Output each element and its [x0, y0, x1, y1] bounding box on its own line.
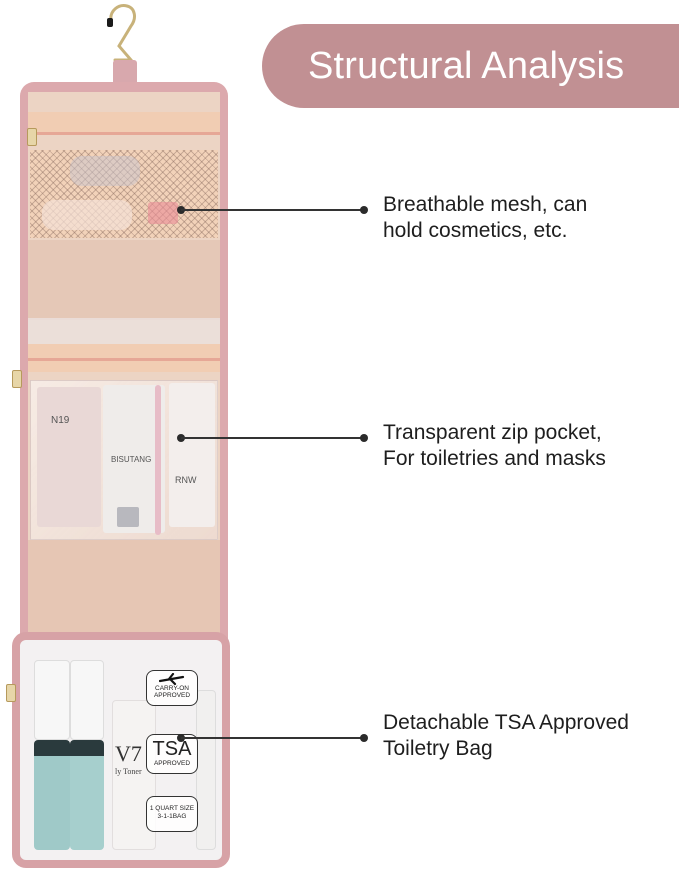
callout-line — [181, 209, 363, 211]
tube-item: BISUTANG — [103, 385, 165, 533]
hanger-hook-icon — [107, 4, 136, 62]
callout-line — [181, 437, 363, 439]
bottle — [34, 660, 70, 740]
clear-zip-pocket: N19 BISUTANG RNW — [30, 380, 218, 540]
strap — [155, 385, 161, 535]
mesh-zipper — [28, 132, 220, 135]
pocket-zipper — [28, 358, 220, 361]
middle-flap — [28, 240, 220, 320]
quart-size-badge: 1 QUART SIZE 3-1-1BAG — [146, 796, 198, 832]
tube-item: N19 — [37, 387, 101, 527]
callout-dot — [360, 206, 368, 214]
bottle — [34, 740, 70, 850]
callout-mesh: Breathable mesh, can hold cosmetics, etc… — [0, 182, 679, 242]
mesh-item — [42, 200, 132, 230]
tsa-approved-badge: TSA APPROVED — [146, 734, 198, 774]
callout-dot — [360, 434, 368, 442]
tube-item: RNW — [169, 383, 215, 527]
zipper-pull[interactable] — [27, 128, 37, 146]
zipper-pull[interactable] — [6, 684, 16, 702]
bottle — [70, 660, 104, 740]
callout-text: Breathable mesh, can hold cosmetics, etc… — [383, 193, 588, 242]
product-image: N19 BISUTANG RNW V7 ly Toner CARRY-ON — [0, 0, 240, 874]
title-banner: Structural Analysis — [262, 24, 679, 108]
mesh-zipper-band — [28, 112, 220, 134]
carry-on-badge: CARRY-ON APPROVED — [146, 670, 198, 706]
tube-cap — [117, 507, 139, 527]
bottle — [70, 740, 104, 850]
mesh-pocket — [30, 150, 218, 238]
detachable-tsa-bag: V7 ly Toner CARRY-ON APPROVED TSA APPROV… — [6, 632, 230, 868]
zipper-pull[interactable] — [12, 370, 22, 388]
callout-dot — [360, 734, 368, 742]
page-title: Structural Analysis — [308, 44, 625, 87]
callout-tsa-bag: Detachable TSA Approved Toiletry Bag — [0, 710, 679, 770]
callout-text: Transparent zip pocket, For toiletries a… — [383, 421, 606, 470]
lower-flap — [28, 540, 220, 634]
callout-line — [181, 737, 363, 739]
callout-text: Detachable TSA Approved Toiletry Bag — [383, 711, 629, 760]
mesh-item — [70, 156, 140, 186]
mesh-item — [148, 202, 178, 224]
airplane-icon — [159, 673, 185, 685]
callout-pocket: Transparent zip pocket, For toiletries a… — [0, 410, 679, 470]
